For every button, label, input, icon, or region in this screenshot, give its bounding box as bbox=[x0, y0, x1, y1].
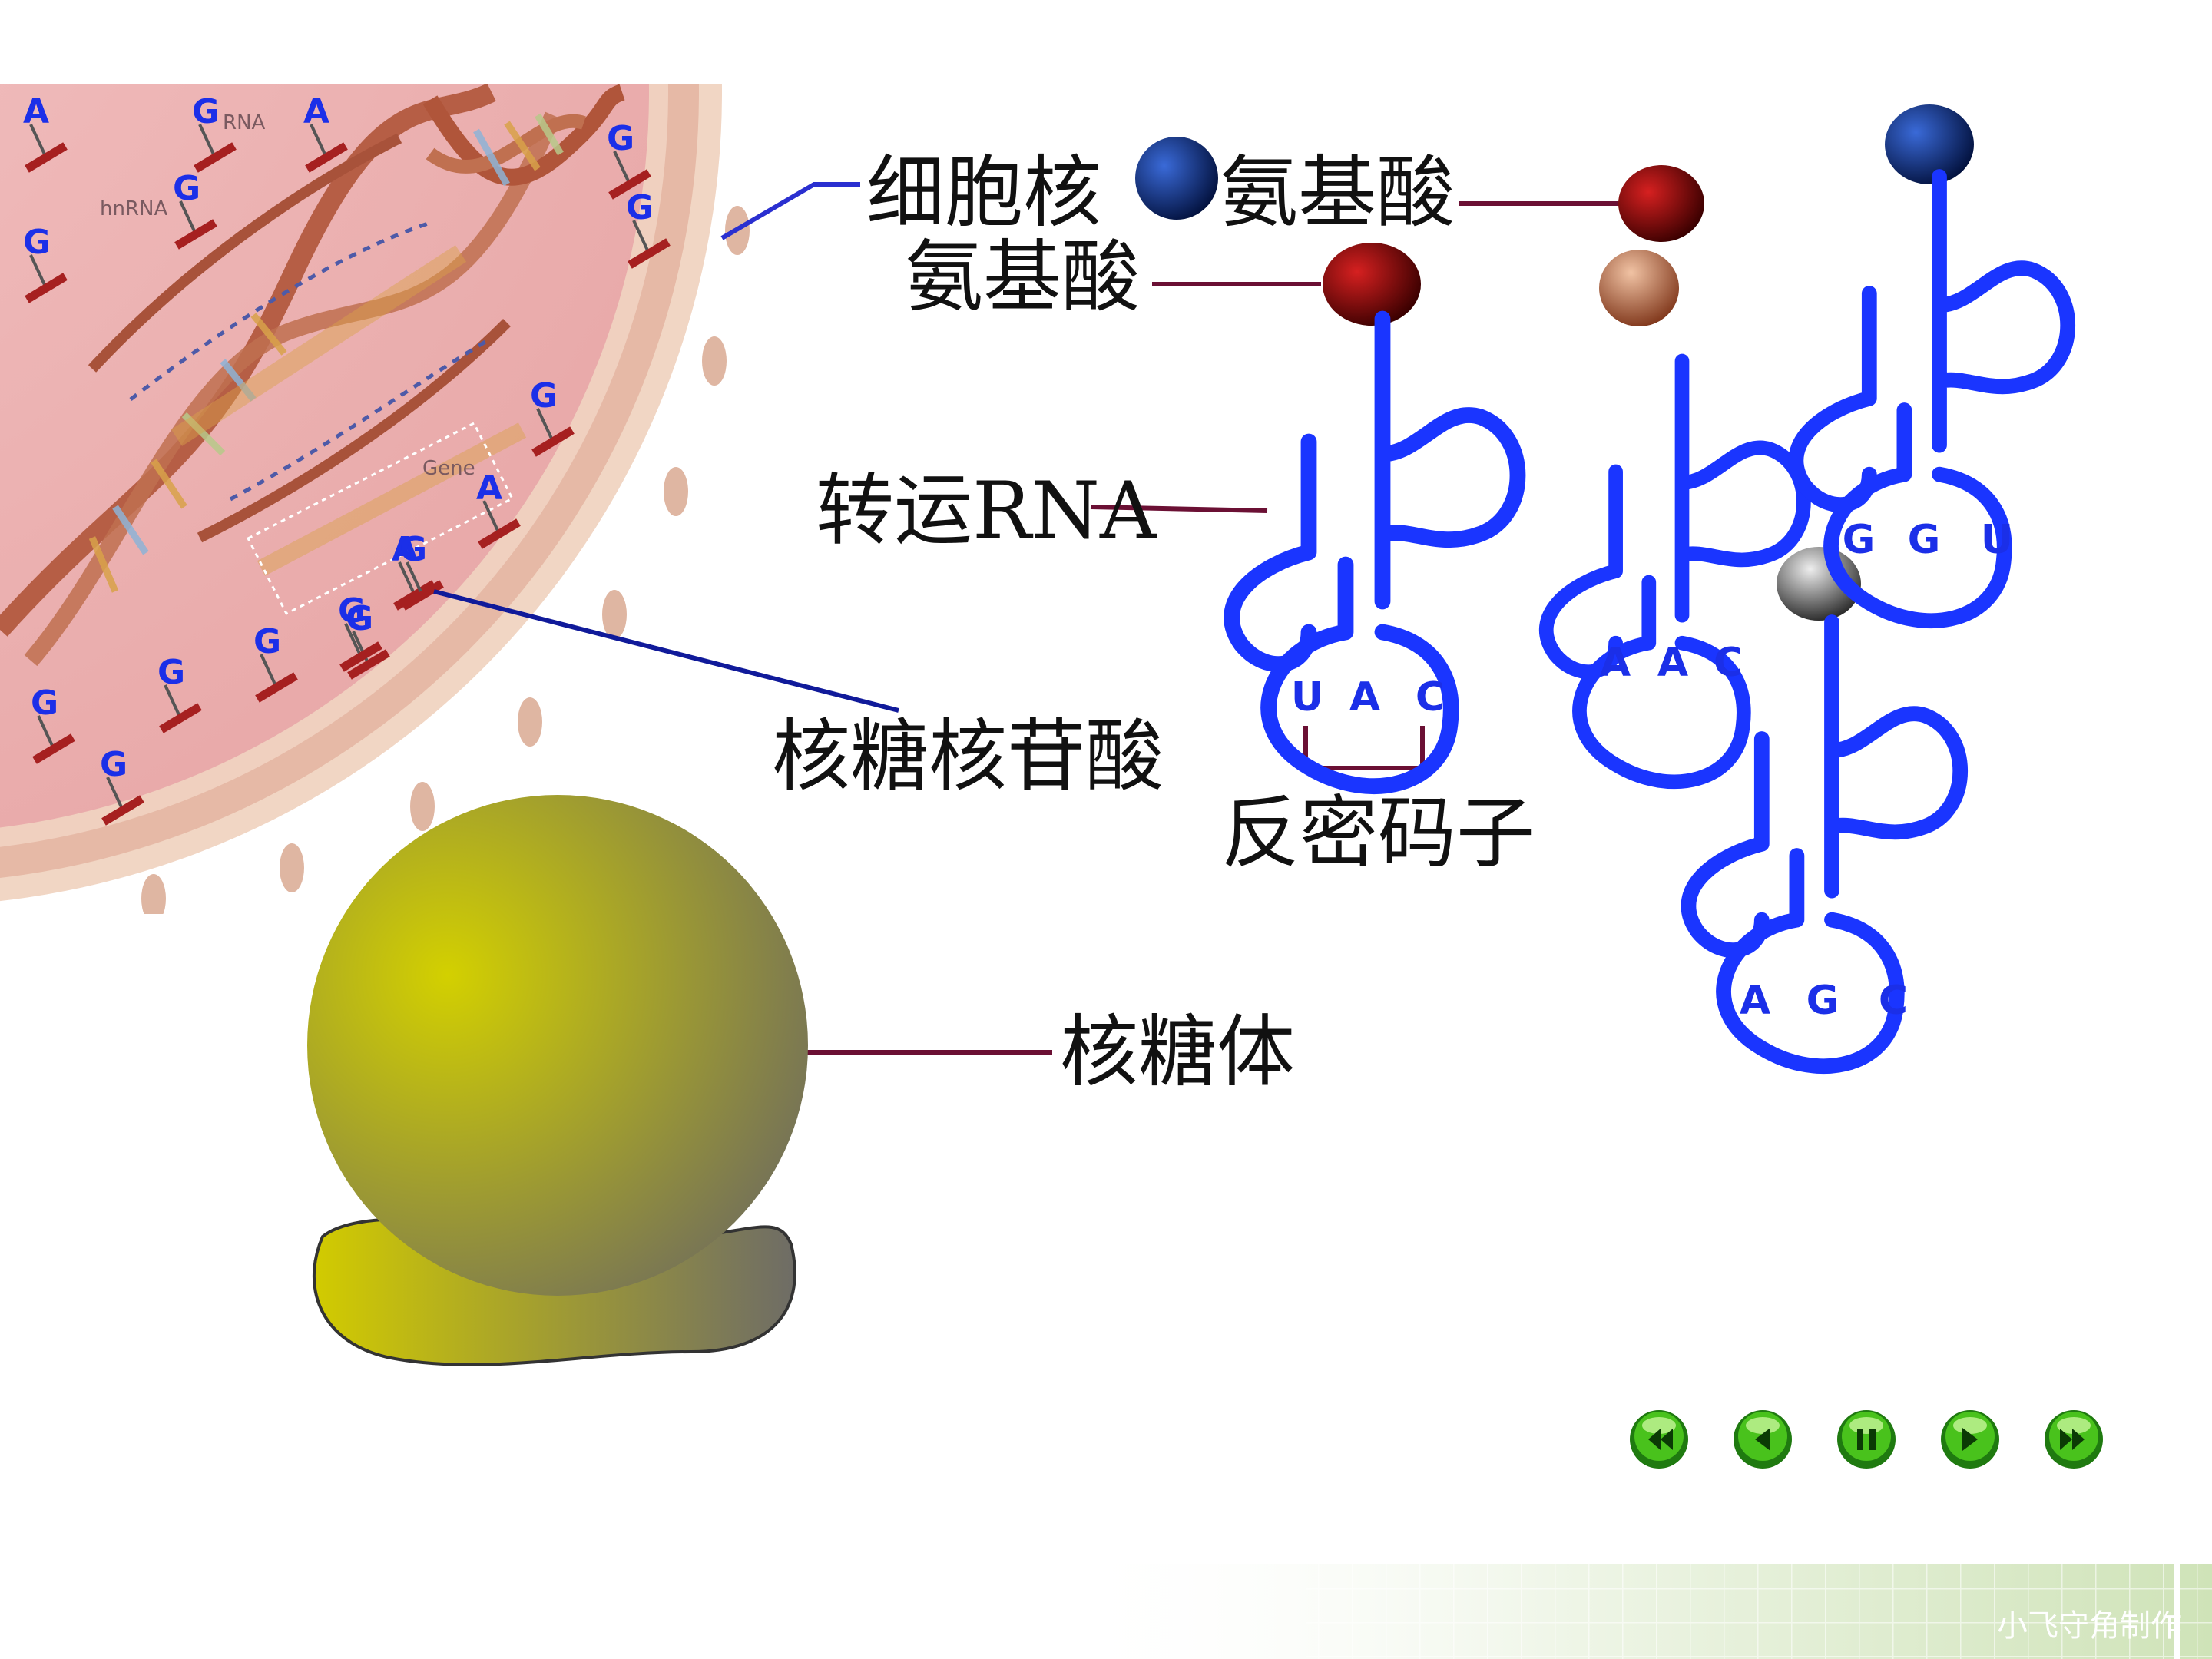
ribosome bbox=[307, 795, 808, 1366]
nucleotide-base: A bbox=[23, 92, 49, 131]
trna-4-anticodon-base: A bbox=[1740, 978, 1770, 1024]
nucleotide-base: G bbox=[23, 223, 51, 262]
last-button[interactable] bbox=[2045, 1410, 2103, 1469]
amino-acid-copper bbox=[1599, 250, 1679, 326]
label-nucleotide: 核糖核苷酸 bbox=[772, 711, 1164, 803]
nucleus-leader bbox=[720, 182, 860, 240]
amino-acid-red-left bbox=[1323, 243, 1421, 326]
nucleotide-9: A bbox=[476, 469, 521, 549]
nucleotide-14: G bbox=[346, 599, 390, 680]
nucleotide-12: G bbox=[157, 653, 202, 733]
nucleotide-base: G bbox=[607, 119, 634, 158]
nucleotide-base: G bbox=[626, 188, 654, 227]
dna-helix bbox=[0, 84, 625, 667]
nucleotide-6: G bbox=[173, 169, 217, 250]
label-amino-acid-left: 氨基酸 bbox=[905, 232, 1140, 323]
trna-3-anticodon-base: G bbox=[1843, 517, 1876, 563]
anticodon-bracket bbox=[1303, 726, 1425, 770]
nucleotide-7: G bbox=[626, 188, 671, 269]
trna-4-backbone bbox=[1681, 614, 1969, 1075]
gene-label-nucleus: Gene bbox=[422, 457, 475, 480]
nucleotide-base: G bbox=[173, 169, 200, 208]
leader-lines bbox=[433, 182, 1628, 1055]
pause-icon bbox=[1857, 1429, 1876, 1450]
nucleotide-17: G bbox=[399, 530, 444, 611]
nucleotide-base: A bbox=[476, 469, 502, 508]
double-right-arrow-icon bbox=[2060, 1429, 2085, 1450]
pause-button[interactable] bbox=[1837, 1410, 1896, 1469]
nucleotide-leader bbox=[433, 589, 899, 713]
nucleotide-4: G bbox=[607, 119, 651, 200]
prev-button[interactable] bbox=[1734, 1410, 1792, 1469]
next-button[interactable] bbox=[1941, 1410, 1999, 1469]
nucleotide-15: G bbox=[100, 745, 144, 826]
trna-2-anticodon-base: C bbox=[1714, 640, 1743, 686]
nucleotide-16: G bbox=[338, 591, 382, 672]
amino-acid-blue-floating bbox=[1135, 137, 1218, 220]
nucleotide-2: G bbox=[192, 92, 237, 173]
left-arrow-icon bbox=[1755, 1428, 1770, 1451]
nucleotide-11: G bbox=[31, 684, 75, 764]
trna-1-backbone bbox=[1224, 310, 1526, 795]
trna-1 bbox=[1224, 310, 1526, 795]
trna-leader bbox=[1090, 505, 1268, 513]
nucleoplasm bbox=[0, 84, 649, 828]
label-amino-acid-top: 氨基酸 bbox=[1220, 147, 1455, 239]
nucleotide-base: G bbox=[100, 745, 127, 784]
nucleotide-base: A bbox=[392, 530, 418, 569]
trna-1-anticodon-base: A bbox=[1349, 674, 1380, 720]
right-arrow-icon bbox=[1962, 1428, 1978, 1451]
nucleotide-base: G bbox=[530, 376, 558, 416]
double-left-arrow-icon bbox=[1648, 1429, 1673, 1450]
amino-acid-blue-right bbox=[1885, 104, 1974, 184]
trna-4-anticodon-base: C bbox=[1879, 978, 1908, 1024]
trna-2-anticodon-base: A bbox=[1657, 640, 1688, 686]
trna-2-backbone bbox=[1538, 353, 1811, 789]
trna-2-anticodon-base: A bbox=[1600, 640, 1631, 686]
ribosome-large-subunit bbox=[307, 795, 808, 1296]
trna-3-backbone bbox=[1788, 169, 2076, 629]
label-anticodon: 反密码子 bbox=[1221, 788, 1535, 879]
trna-1-anticodon-base: U bbox=[1291, 674, 1323, 720]
trna-1-anticodon-base: C bbox=[1416, 674, 1445, 720]
trna-3-anticodon-base: G bbox=[1908, 517, 1941, 563]
label-trna: 转运RNA bbox=[816, 465, 1157, 557]
nucleotide-base: A bbox=[303, 92, 329, 131]
first-button[interactable] bbox=[1630, 1410, 1688, 1469]
nucleotide-base: G bbox=[338, 591, 366, 631]
trna-3-anticodon-base: U bbox=[1981, 517, 2013, 563]
nucleotide-base: G bbox=[31, 684, 58, 723]
nucleotide-5: G bbox=[23, 223, 68, 303]
nucleotide-base: G bbox=[192, 92, 220, 131]
label-nucleus: 细胞核 bbox=[866, 147, 1101, 239]
nucleotide-base: G bbox=[157, 653, 185, 692]
playback-controls bbox=[1630, 1410, 2103, 1469]
footer-band bbox=[1060, 1564, 2212, 1659]
nucleotide-1: A bbox=[23, 92, 68, 173]
nucleotide-base: G bbox=[399, 530, 427, 569]
amino-acid-red-top bbox=[1618, 165, 1704, 242]
nucleotide-base: G bbox=[253, 622, 281, 661]
nucleotide-8: G bbox=[530, 376, 575, 457]
nucleotide-13: G bbox=[253, 622, 298, 703]
hnrna-label-nucleus: hnRNA bbox=[100, 197, 167, 220]
nucleotide-3: A bbox=[303, 92, 348, 173]
footer-credit: 小飞守角制作 bbox=[1997, 1608, 2181, 1644]
rna-label-nucleus: RNA bbox=[223, 111, 266, 134]
trna-3 bbox=[1788, 169, 2076, 629]
trna-4-anticodon-base: G bbox=[1806, 978, 1839, 1024]
trna-4 bbox=[1681, 614, 1969, 1075]
trna-2 bbox=[1538, 353, 1811, 789]
label-ribosome: 核糖体 bbox=[1060, 1007, 1295, 1098]
